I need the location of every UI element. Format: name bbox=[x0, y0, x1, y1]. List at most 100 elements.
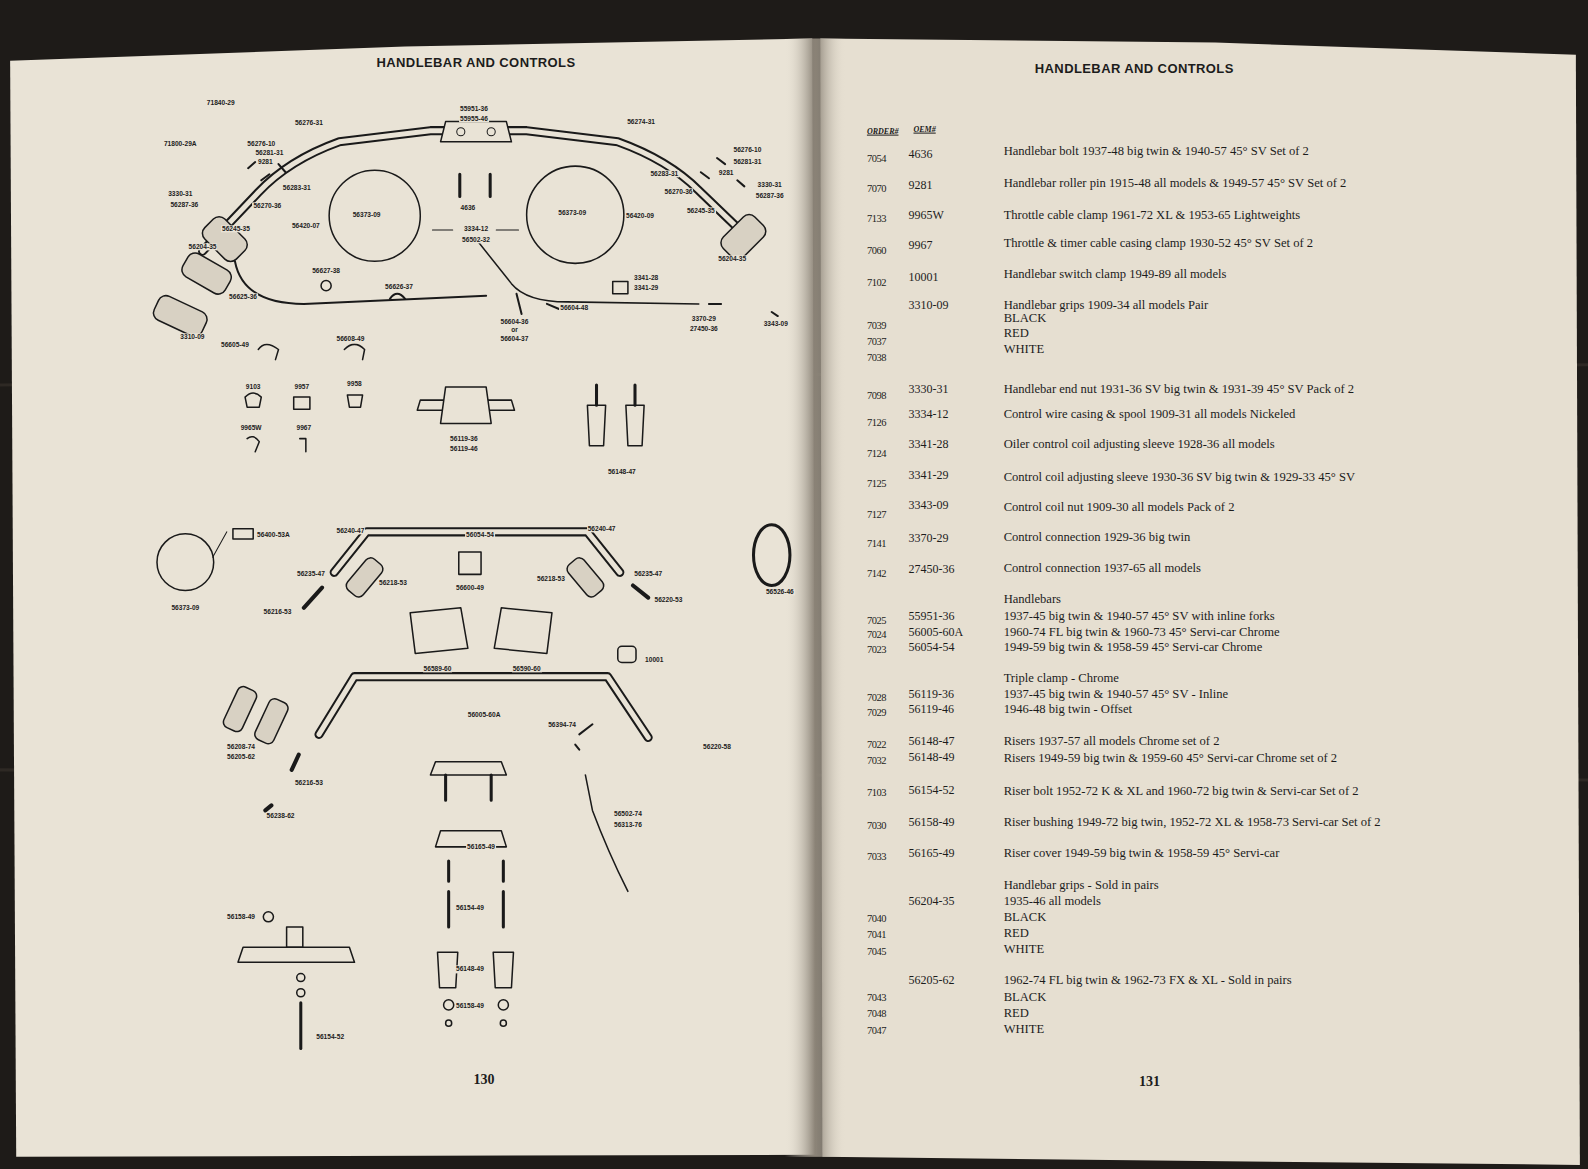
part-description: Risers 1949-59 big twin & 1959-60 45° Se… bbox=[1004, 752, 1337, 766]
part-description: WHITE bbox=[1004, 344, 1045, 358]
callout-number: 3310-09 bbox=[179, 334, 205, 341]
callout-number: 3330-31 bbox=[757, 182, 783, 189]
callout-number: 56245-35 bbox=[221, 225, 251, 232]
part-description: Handlebar end nut 1931-36 SV big twin & … bbox=[1004, 383, 1355, 397]
callout-number: 27450-36 bbox=[689, 326, 719, 333]
callout-number: 56276-10 bbox=[732, 146, 762, 153]
oem-number: 3330-31 bbox=[908, 383, 948, 396]
callout-number: 56526-46 bbox=[765, 588, 795, 595]
callout-number: 10001 bbox=[644, 657, 664, 664]
part-description: Handlebar switch clamp 1949-89 all model… bbox=[1004, 268, 1227, 282]
order-number: 7070 bbox=[867, 184, 886, 196]
order-number: 7126 bbox=[867, 418, 886, 430]
part-description: RED bbox=[1004, 927, 1029, 941]
part-description: 1949-59 big twin & 1958-59 45° Servi-car… bbox=[1004, 641, 1263, 655]
order-number: 7125 bbox=[867, 478, 886, 490]
callout-number: 3341-28 bbox=[633, 274, 659, 281]
callout-number: 56373-09 bbox=[352, 211, 382, 218]
page-number: 131 bbox=[1139, 1074, 1160, 1089]
order-number: 7045 bbox=[867, 946, 886, 958]
callout-number: 56165-49 bbox=[466, 843, 496, 850]
callout-number: 9103 bbox=[245, 383, 262, 390]
callout-number: 56235-47 bbox=[633, 571, 663, 578]
callout-number: 56238-62 bbox=[266, 813, 296, 820]
oem-number: 3334-12 bbox=[908, 409, 948, 422]
oem-number: 56148-49 bbox=[908, 751, 954, 764]
part-description: Handlebars bbox=[1004, 593, 1061, 607]
order-number: 7037 bbox=[867, 337, 886, 349]
order-number: 7028 bbox=[867, 692, 886, 704]
order-number: 7033 bbox=[867, 851, 886, 863]
callout-number: 56400-53A bbox=[256, 531, 291, 538]
callout-number: 56154-49 bbox=[455, 904, 485, 911]
callout-number: 56281-31 bbox=[732, 158, 762, 165]
callout-number: 56270-36 bbox=[252, 202, 282, 209]
callout-number: 56313-76 bbox=[613, 821, 643, 828]
order-number: 7127 bbox=[867, 509, 886, 521]
order-number: 7040 bbox=[867, 913, 886, 925]
order-number: 7039 bbox=[867, 320, 886, 332]
part-description: 1962-74 FL big twin & 1962-73 FX & XL - … bbox=[1004, 974, 1292, 988]
order-number: 7060 bbox=[867, 245, 886, 257]
callout-number: 56626-37 bbox=[384, 283, 414, 290]
oem-number: 9965W bbox=[908, 209, 943, 222]
callout-number: 56240-47 bbox=[335, 527, 365, 534]
order-number: 7102 bbox=[867, 277, 886, 289]
part-description: Throttle cable clamp 1961-72 XL & 1953-6… bbox=[1004, 209, 1300, 223]
oem-number: 9967 bbox=[908, 240, 932, 253]
oem-number: 56158-49 bbox=[908, 816, 954, 829]
callout-number: 55955-46 bbox=[459, 115, 489, 122]
order-number: 7048 bbox=[867, 1008, 886, 1020]
oem-number: 3310-09 bbox=[908, 299, 948, 312]
part-description: WHITE bbox=[1004, 943, 1045, 957]
part-description: Riser bushing 1949-72 big twin, 1952-72 … bbox=[1004, 816, 1381, 830]
callout-number: 3334-12 bbox=[463, 225, 489, 232]
part-description: 1960-74 FL big twin & 1960-73 45° Servi-… bbox=[1004, 626, 1280, 640]
part-description: Control connection 1937-65 all models bbox=[1004, 562, 1201, 576]
callout-number: or bbox=[510, 327, 519, 334]
part-description: RED bbox=[1004, 327, 1029, 341]
part-description: BLACK bbox=[1004, 991, 1047, 1005]
callout-number: 56148-47 bbox=[607, 468, 637, 475]
callout-number: 56148-49 bbox=[455, 966, 485, 973]
oem-number: 56054-54 bbox=[908, 642, 954, 655]
callout-number: 56276-10 bbox=[246, 140, 276, 147]
callout-number: 56420-07 bbox=[291, 222, 321, 229]
callout-number: 55951-36 bbox=[459, 106, 489, 113]
order-number: 7022 bbox=[867, 739, 886, 751]
callout-number: 3370-29 bbox=[691, 315, 717, 322]
page-heading: HANDLEBAR AND CONTROLS bbox=[376, 56, 575, 70]
callout-number: 56589-60 bbox=[423, 665, 453, 672]
callout-number: 56158-49 bbox=[455, 1002, 485, 1009]
part-description: BLACK bbox=[1004, 911, 1047, 925]
callout-number: 56216-53 bbox=[294, 779, 324, 786]
callout-number: 56154-52 bbox=[315, 1034, 345, 1041]
oem-number: 56204-35 bbox=[908, 895, 954, 908]
order-number: 7133 bbox=[867, 213, 886, 225]
callout-number: 56205-62 bbox=[226, 753, 256, 760]
callout-number: 56283-31 bbox=[282, 185, 312, 192]
callout-number: 56119-46 bbox=[449, 445, 479, 452]
oem-number: 27450-36 bbox=[908, 564, 954, 577]
callout-number: 56590-60 bbox=[512, 665, 542, 672]
callout-number: 56235-47 bbox=[296, 571, 326, 578]
callout-number: 56625-36 bbox=[228, 293, 258, 300]
callout-number: 56240-47 bbox=[587, 525, 617, 532]
part-description: Control wire casing & spool 1909-31 all … bbox=[1004, 408, 1296, 422]
oem-number: 3341-28 bbox=[908, 438, 948, 451]
callout-number: 9281 bbox=[718, 170, 735, 177]
callout-number: 56204-35 bbox=[717, 256, 747, 263]
oem-number: 3343-09 bbox=[908, 500, 948, 513]
order-number: 7024 bbox=[867, 629, 886, 641]
callout-number: 56502-32 bbox=[461, 236, 491, 243]
part-description: Handlebar bolt 1937-48 big twin & 1940-5… bbox=[1004, 145, 1309, 159]
callout-number: 56216-53 bbox=[263, 608, 293, 615]
order-number: 7041 bbox=[867, 929, 886, 941]
part-description: 1937-45 big twin & 1940-57 45° SV - Inli… bbox=[1004, 688, 1229, 702]
callout-number: 56220-58 bbox=[702, 743, 732, 750]
column-header: ORDER# bbox=[867, 127, 899, 136]
callout-number: 56394-74 bbox=[547, 722, 577, 729]
order-number: 7029 bbox=[867, 707, 886, 719]
part-description: Handlebar grips - Sold in pairs bbox=[1004, 879, 1159, 893]
